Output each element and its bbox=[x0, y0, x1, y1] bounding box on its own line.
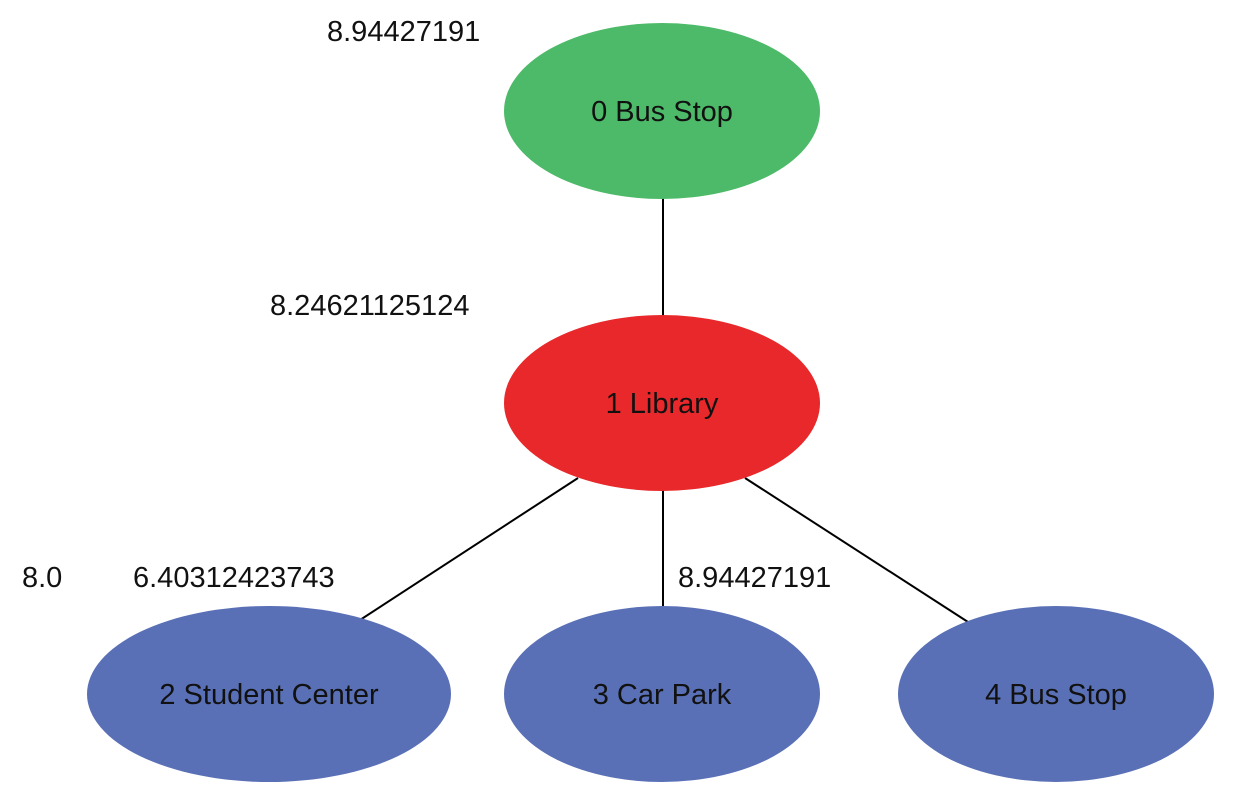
node-0-score: 8.94427191 bbox=[327, 16, 480, 48]
edge-1-2 bbox=[359, 477, 579, 621]
node-4-bus-stop[interactable]: 4 Bus Stop bbox=[898, 606, 1214, 782]
node-1-score: 8.24621125124 bbox=[270, 290, 469, 322]
node-0-label: 0 Bus Stop bbox=[591, 96, 733, 128]
node-3-car-park[interactable]: 3 Car Park bbox=[504, 606, 820, 782]
node-2-student-center[interactable]: 2 Student Center bbox=[87, 606, 451, 782]
node-0-ellipse bbox=[504, 23, 820, 199]
node-2-score: 6.40312423743 bbox=[133, 562, 335, 594]
node-3-label: 3 Car Park bbox=[593, 679, 732, 711]
node-1-library[interactable]: 1 Library bbox=[504, 315, 820, 491]
node-1-label: 1 Library bbox=[606, 388, 719, 420]
node-2-left-score: 8.0 bbox=[22, 562, 62, 594]
node-0-bus-stop[interactable]: 0 Bus Stop bbox=[504, 23, 820, 199]
node-3-score: 8.94427191 bbox=[678, 562, 831, 594]
node-4-ellipse bbox=[898, 606, 1214, 782]
node-1-ellipse bbox=[504, 315, 820, 491]
edge-1-4 bbox=[744, 477, 969, 623]
node-2-label: 2 Student Center bbox=[159, 679, 379, 711]
node-2-ellipse bbox=[87, 606, 451, 782]
node-4-label: 4 Bus Stop bbox=[985, 679, 1127, 711]
node-3-ellipse bbox=[504, 606, 820, 782]
